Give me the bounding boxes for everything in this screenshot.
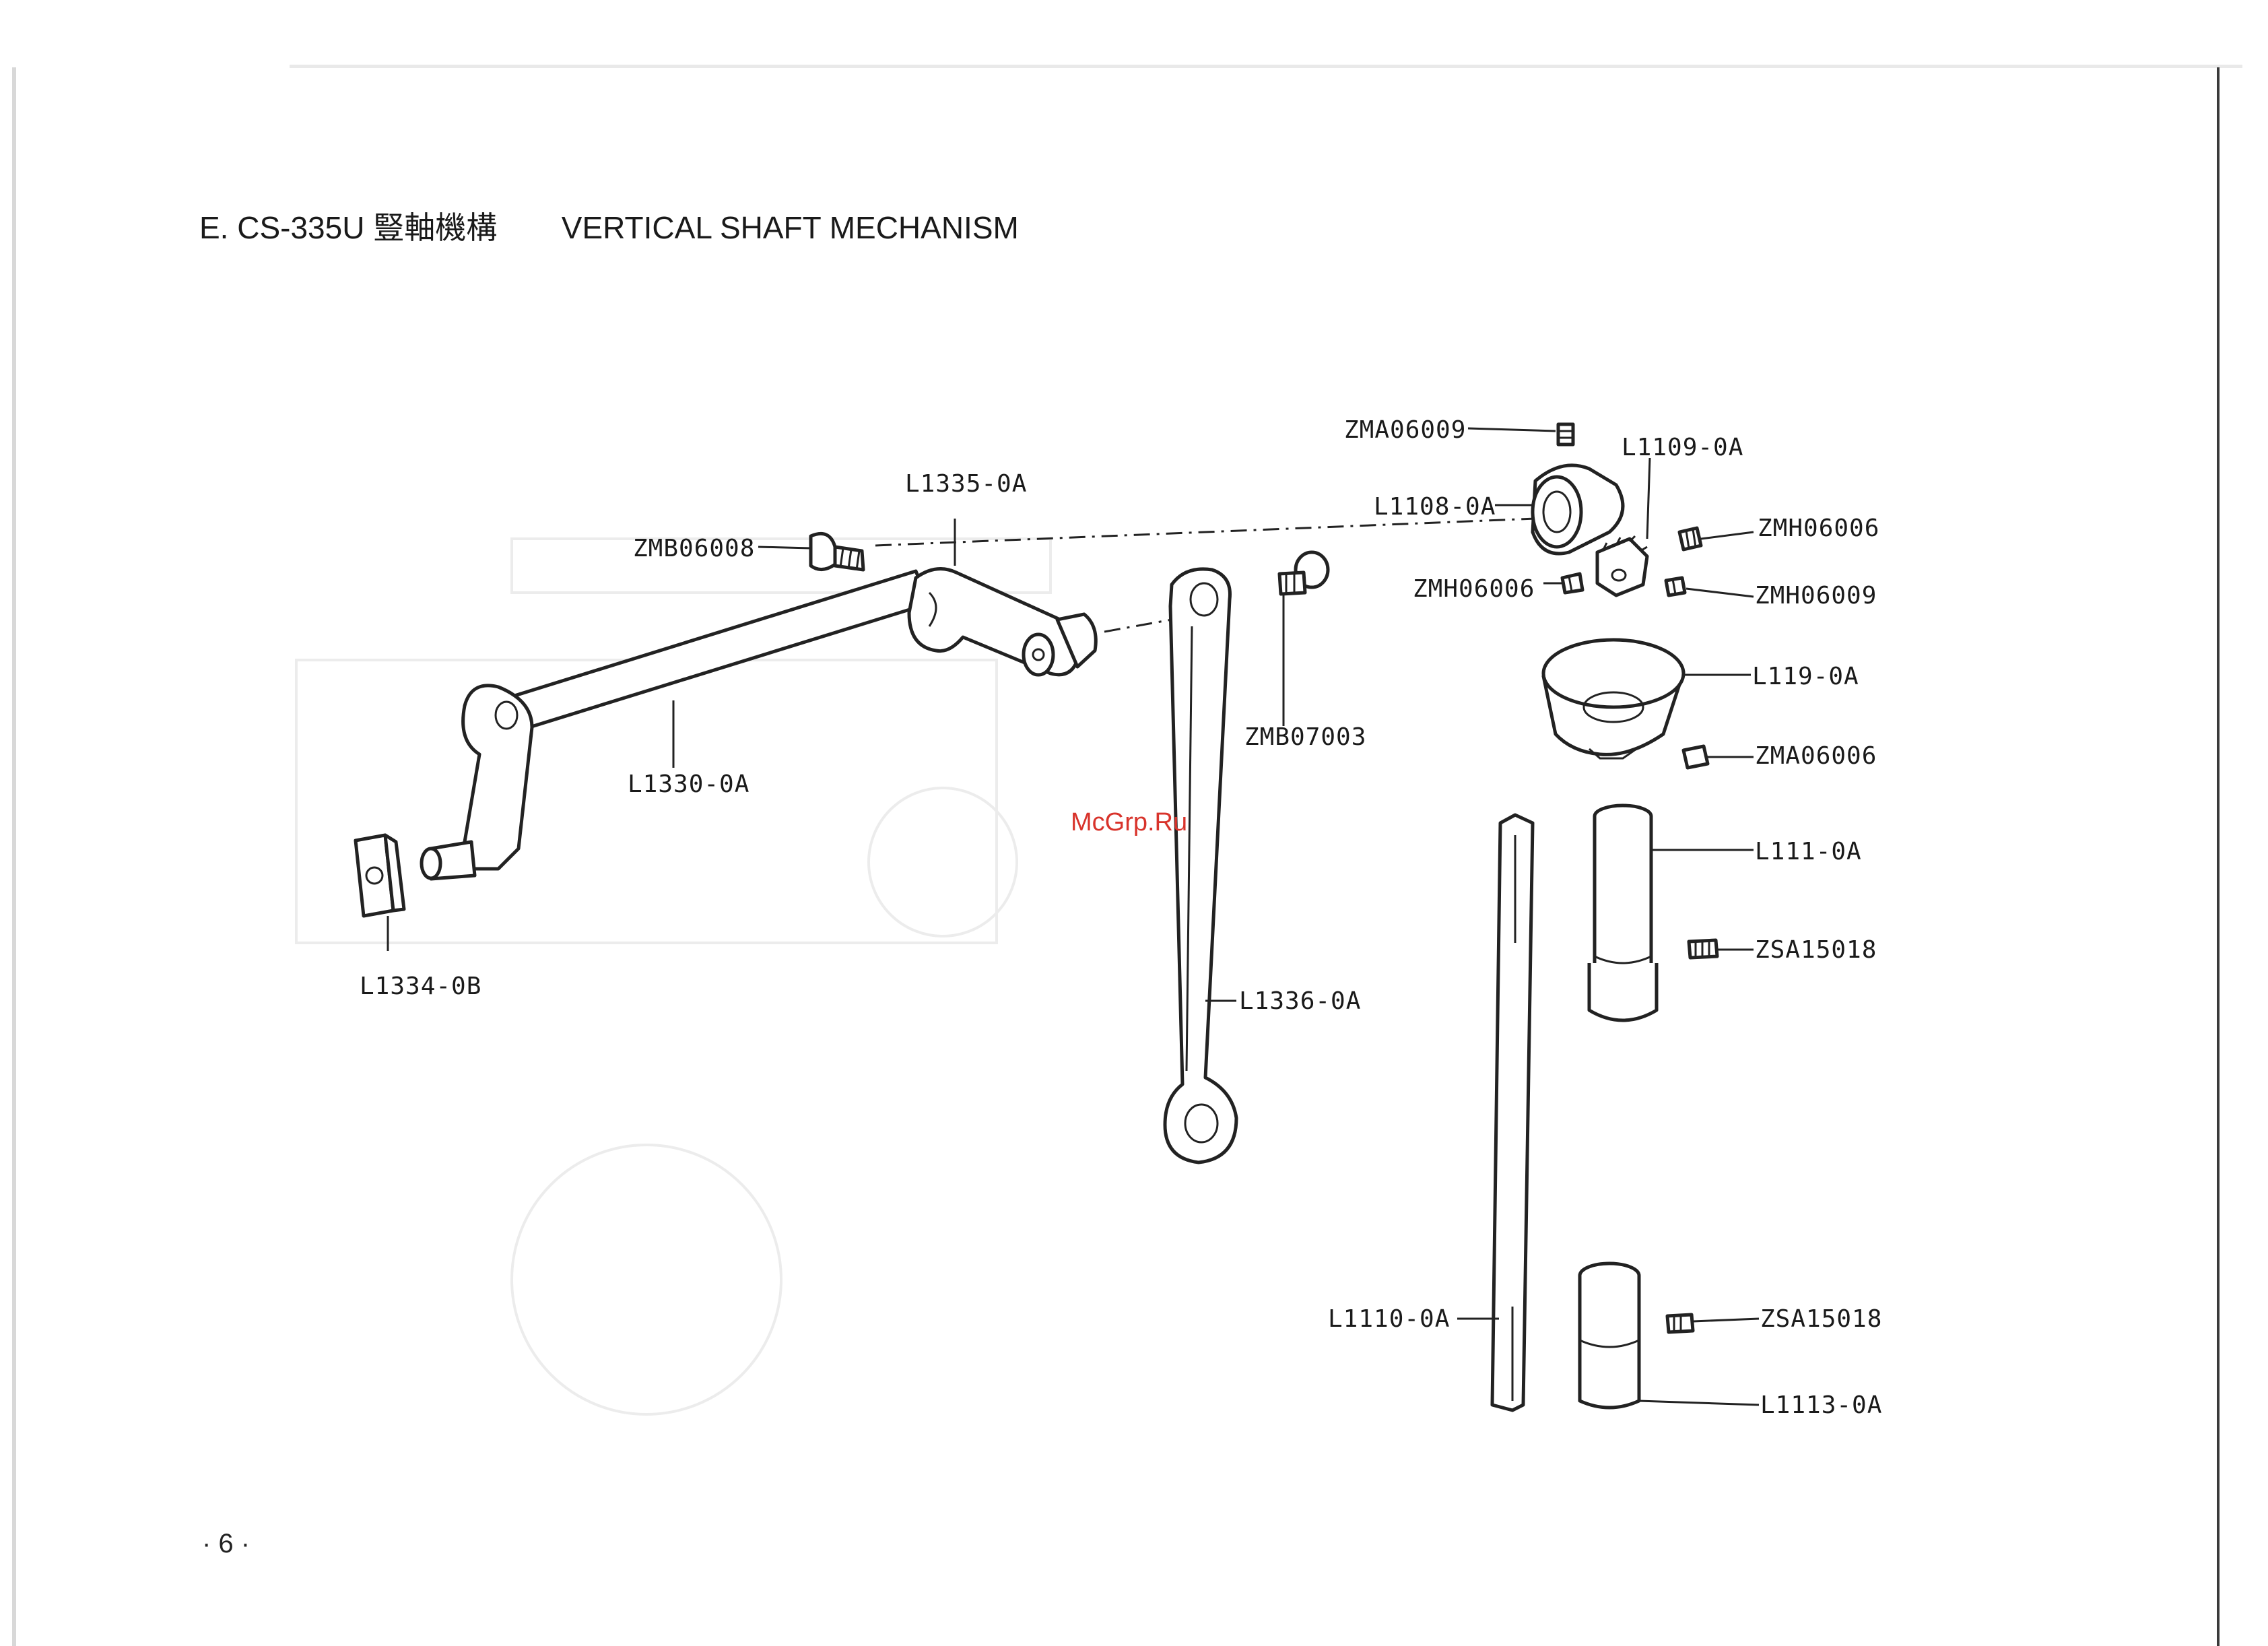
- part-l1334-block: [356, 835, 404, 916]
- part-l111-upper-sleeve: [1589, 805, 1657, 1020]
- part-zsa15018-set-screw-a: [1689, 940, 1717, 958]
- label-l111: L111-0A: [1755, 838, 1862, 865]
- label-zmb07003: ZMB07003: [1244, 723, 1366, 751]
- part-zma06009-screw: [1558, 424, 1573, 445]
- label-l1335: L1335-0A: [905, 470, 1027, 498]
- label-l119: L119-0A: [1752, 663, 1859, 690]
- part-l1113-lower-sleeve: [1580, 1263, 1639, 1408]
- part-zmh06006-screw-a: [1679, 528, 1701, 550]
- part-zmh06009-screw: [1666, 578, 1685, 595]
- label-zsa15018-b: ZSA15018: [1760, 1305, 1882, 1333]
- label-l1336: L1336-0A: [1239, 987, 1361, 1015]
- label-zma06006: ZMA06006: [1755, 742, 1877, 770]
- part-l1109-bevel-gear: [1597, 536, 1647, 595]
- part-zma06006-screw: [1683, 746, 1708, 768]
- leader-lines: [388, 428, 1759, 1405]
- label-l1113: L1113-0A: [1760, 1391, 1882, 1419]
- label-zma06009: ZMA06009: [1344, 416, 1466, 444]
- label-l1110: L1110-0A: [1328, 1305, 1450, 1333]
- part-zmh06006-screw-b: [1562, 574, 1582, 593]
- part-zmb07003-screw: [1279, 552, 1328, 594]
- label-zsa15018-a: ZSA15018: [1755, 936, 1877, 964]
- label-l1334: L1334-0B: [360, 973, 481, 1000]
- label-l1330: L1330-0A: [628, 770, 749, 798]
- label-l1109: L1109-0A: [1622, 434, 1743, 461]
- part-l119-cup: [1543, 640, 1683, 758]
- label-zmh06009: ZMH06009: [1755, 582, 1877, 610]
- part-l1110-vertical-shaft: [1492, 815, 1533, 1410]
- label-zmh06006-b: ZMH06006: [1413, 575, 1535, 603]
- part-labels: ZMA06009 L1109-0A L1108-0A L1335-0A ZMB0…: [360, 416, 1882, 1419]
- label-l1108: L1108-0A: [1374, 493, 1496, 521]
- label-zmh06006-a: ZMH06006: [1758, 515, 1879, 542]
- watermark: McGrp.Ru: [1071, 808, 1187, 837]
- label-zmb06008: ZMB06008: [633, 535, 755, 562]
- part-l1336-long-link: [1165, 569, 1236, 1162]
- part-l1108-gear-sleeve: [1533, 465, 1623, 554]
- part-zsa15018-set-screw-b: [1667, 1315, 1693, 1332]
- page-number: · 6 ·: [202, 1529, 250, 1559]
- part-l1330-crank-rod: [422, 571, 929, 879]
